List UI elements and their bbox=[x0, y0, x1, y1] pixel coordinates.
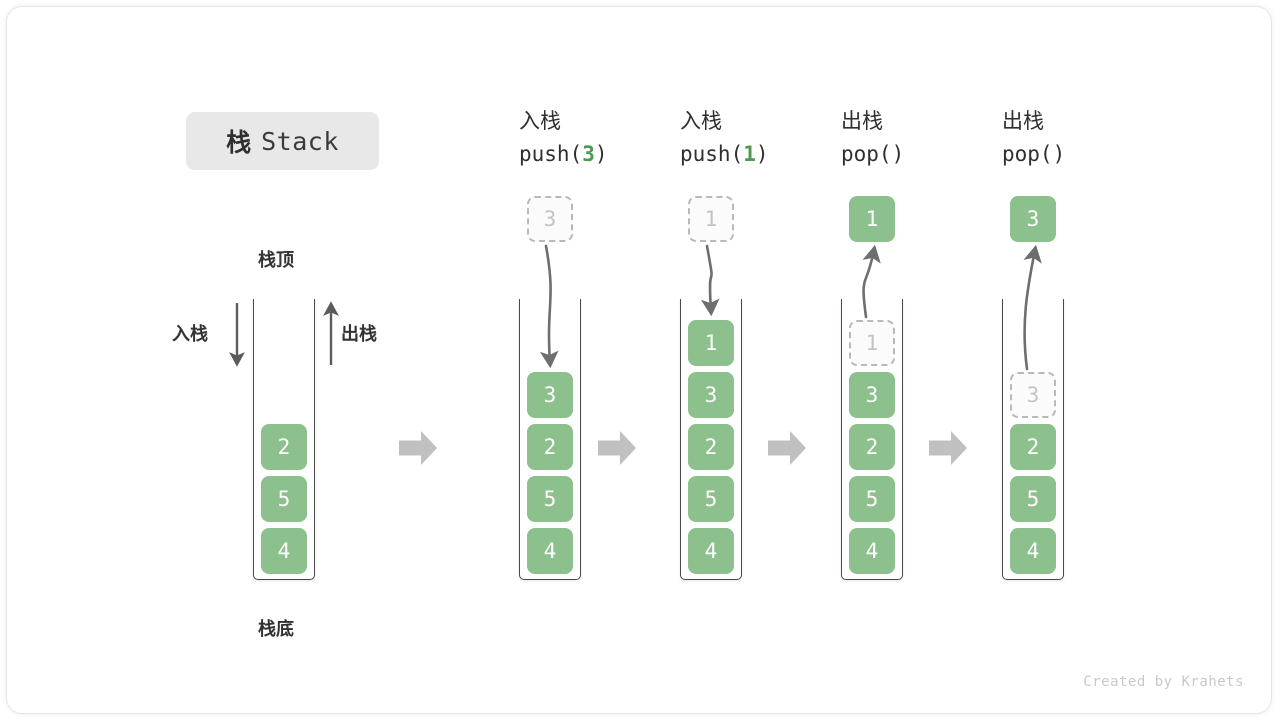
push-side-label: 入栈 bbox=[172, 324, 208, 345]
diagram-title-chip: 栈 Stack bbox=[186, 112, 379, 170]
code-suffix: ) bbox=[1052, 141, 1066, 166]
code-prefix: pop( bbox=[1002, 141, 1053, 166]
stack-container-pop-3 bbox=[1002, 299, 1064, 580]
stack-cell-2: 2 bbox=[688, 424, 734, 470]
floating-cell-1: 1 bbox=[849, 196, 895, 242]
code-argument: 1 bbox=[743, 141, 756, 166]
stack-cell-4: 4 bbox=[1010, 528, 1056, 574]
stack-cell-5: 5 bbox=[1010, 476, 1056, 522]
pop-side-label: 出栈 bbox=[341, 324, 377, 345]
column-header-code: push(3) bbox=[519, 141, 608, 169]
title-cjk: 栈 bbox=[226, 128, 253, 157]
stack-container-push-3 bbox=[519, 299, 581, 580]
stack-column-initial: 2 5 4 bbox=[253, 0, 315, 720]
code-suffix: ) bbox=[755, 141, 769, 166]
floating-cell-1: 1 bbox=[688, 196, 734, 242]
column-header-cjk: 出栈 bbox=[841, 109, 883, 133]
stack-cell-3: 3 bbox=[527, 372, 573, 418]
column-header-cjk: 入栈 bbox=[519, 109, 561, 133]
stack-column-pop-1: 出栈 pop() 1 3 2 5 4 1 bbox=[841, 0, 904, 720]
stack-cell-4: 4 bbox=[688, 528, 734, 574]
stack-cell-2: 2 bbox=[527, 424, 573, 470]
stack-top-label: 栈顶 bbox=[258, 250, 294, 271]
stack-cell-4: 4 bbox=[261, 528, 307, 574]
stack-cell-2: 2 bbox=[261, 424, 307, 470]
stack-bottom-label: 栈底 bbox=[258, 619, 294, 640]
stack-cell-2: 2 bbox=[1010, 424, 1056, 470]
stack-column-pop-3: 出栈 pop() 3 2 5 4 3 bbox=[1002, 0, 1065, 720]
stack-cell-5: 5 bbox=[527, 476, 573, 522]
floating-cell-3: 3 bbox=[527, 196, 573, 242]
stack-container-pop-1 bbox=[841, 299, 903, 580]
stack-cell-2: 2 bbox=[849, 424, 895, 470]
floating-cell-3: 3 bbox=[1010, 196, 1056, 242]
stack-container-initial bbox=[253, 299, 315, 580]
code-prefix: pop( bbox=[841, 141, 892, 166]
column-header-cjk: 入栈 bbox=[680, 109, 722, 133]
column-header-pop-1: 出栈 pop() bbox=[841, 108, 904, 168]
stack-cell-5: 5 bbox=[261, 476, 307, 522]
stack-cell-3: 3 bbox=[688, 372, 734, 418]
stack-container-push-1 bbox=[680, 299, 742, 580]
title-latin: Stack bbox=[261, 126, 339, 156]
credit-label: Created by Krahets bbox=[1083, 674, 1244, 690]
stack-cell-1: 1 bbox=[688, 320, 734, 366]
code-suffix: ) bbox=[891, 141, 905, 166]
stack-cell-4: 4 bbox=[527, 528, 573, 574]
column-header-pop-3: 出栈 pop() bbox=[1002, 108, 1065, 168]
column-header-code: push(1) bbox=[680, 141, 769, 169]
column-header-push-1: 入栈 push(1) bbox=[680, 108, 769, 168]
stack-cell-1-ghost: 1 bbox=[849, 320, 895, 366]
code-suffix: ) bbox=[594, 141, 608, 166]
column-header-code: pop() bbox=[841, 141, 904, 169]
code-argument: 3 bbox=[582, 141, 595, 166]
code-prefix: push( bbox=[680, 141, 744, 166]
column-header-cjk: 出栈 bbox=[1002, 109, 1044, 133]
stack-cell-3: 3 bbox=[849, 372, 895, 418]
column-header-code: pop() bbox=[1002, 141, 1065, 169]
code-prefix: push( bbox=[519, 141, 583, 166]
stack-cell-4: 4 bbox=[849, 528, 895, 574]
stack-cell-3-ghost: 3 bbox=[1010, 372, 1056, 418]
stack-cell-5: 5 bbox=[688, 476, 734, 522]
stack-cell-5: 5 bbox=[849, 476, 895, 522]
column-header-push-3: 入栈 push(3) bbox=[519, 108, 608, 168]
